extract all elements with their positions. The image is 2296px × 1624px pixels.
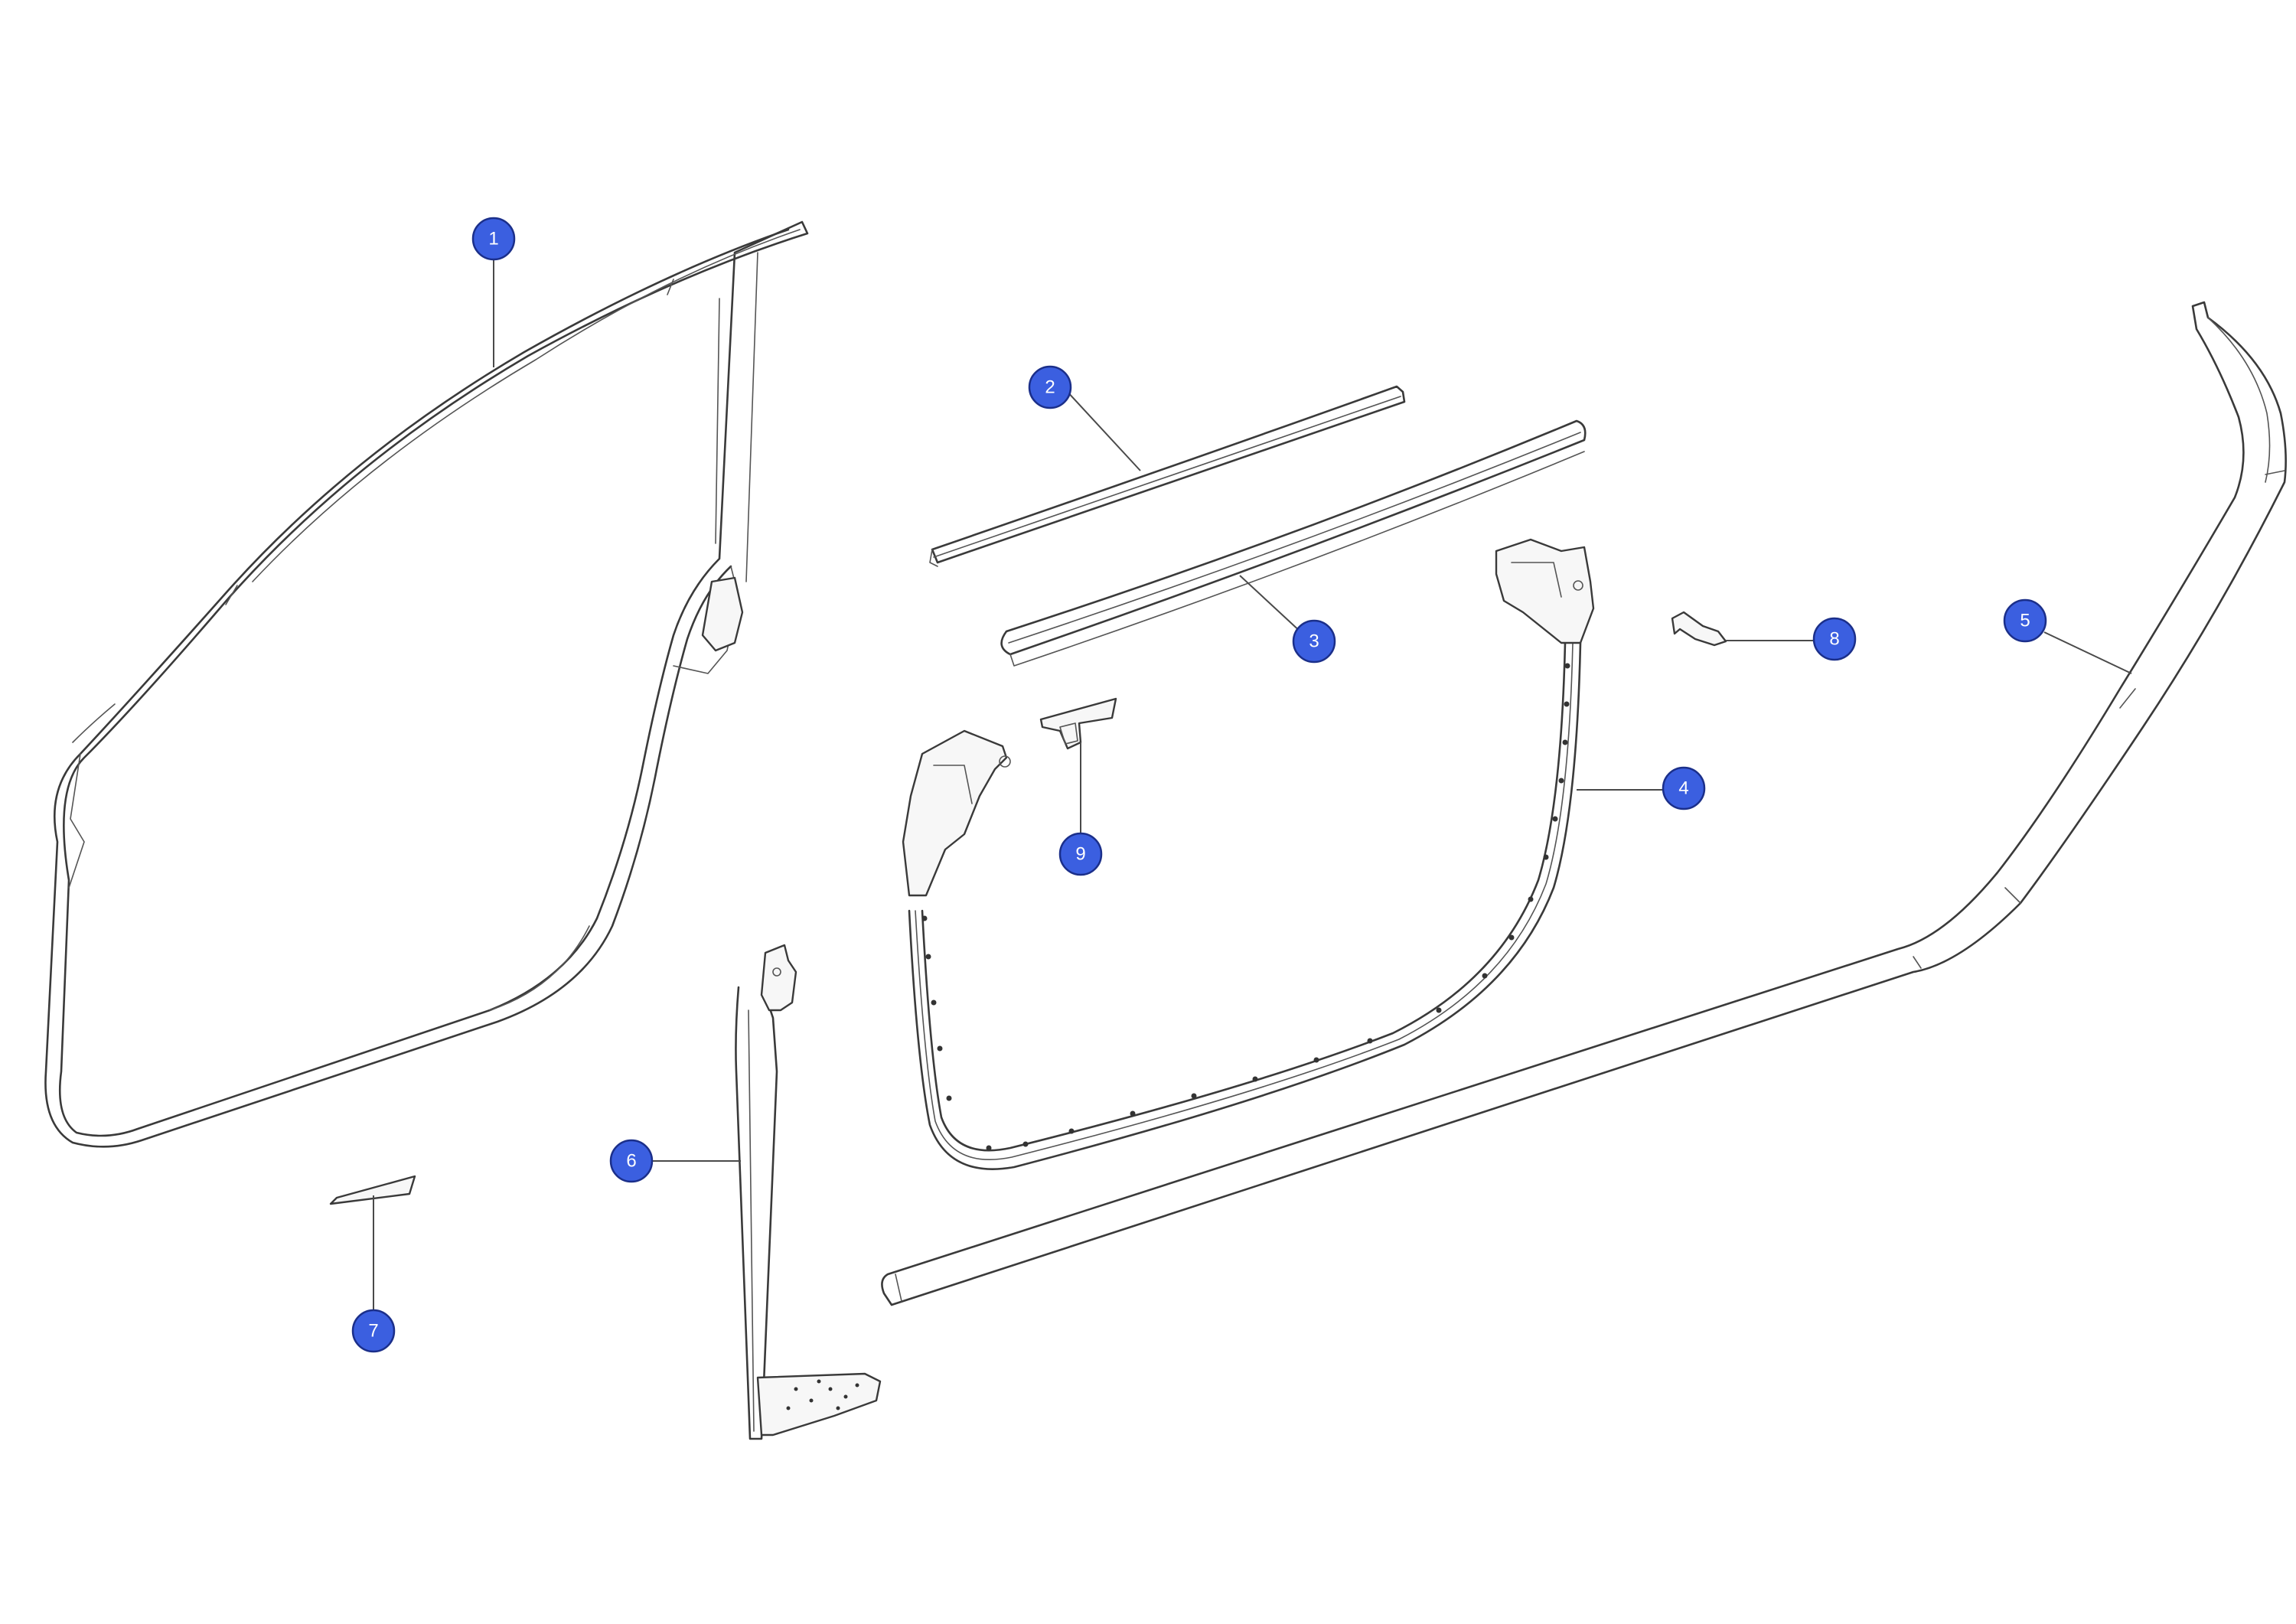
callout-label: 7: [368, 1321, 378, 1342]
part-7-pad: [329, 1175, 416, 1205]
part-3-belt-molding-lower: [1000, 419, 1587, 667]
callout-8[interactable]: 8: [1812, 617, 1857, 661]
callout-5[interactable]: 5: [2003, 598, 2047, 643]
callout-label: 2: [1045, 377, 1055, 398]
part-5-body-side-seal: [881, 301, 2287, 1306]
callout-6[interactable]: 6: [609, 1139, 654, 1183]
callout-7[interactable]: 7: [351, 1309, 396, 1353]
callout-label: 9: [1075, 844, 1085, 865]
part-9-bracket: [1039, 697, 1117, 750]
part-6-pillar-seal: [735, 944, 882, 1440]
part-4-door-opening-seal: [902, 538, 1595, 1170]
callout-label: 1: [488, 229, 498, 249]
part-8-clip: [1671, 611, 1727, 647]
callout-label: 4: [1678, 778, 1688, 799]
callout-label: 8: [1829, 629, 1839, 650]
callout-label: 5: [2020, 611, 2030, 631]
callout-2[interactable]: 2: [1028, 365, 1072, 409]
callout-4[interactable]: 4: [1662, 766, 1706, 810]
leader-lines: [373, 249, 2132, 1315]
callout-label: 6: [626, 1151, 636, 1172]
callout-9[interactable]: 9: [1058, 832, 1103, 876]
part-1-door-frame-seal: [44, 220, 809, 1148]
leader-5: [2043, 631, 2132, 674]
callout-label: 3: [1309, 631, 1319, 652]
callout-1[interactable]: 1: [471, 217, 516, 261]
part-2-belt-molding-upper: [929, 385, 1406, 567]
leader-2: [1065, 389, 1141, 471]
callout-3[interactable]: 3: [1292, 619, 1336, 664]
